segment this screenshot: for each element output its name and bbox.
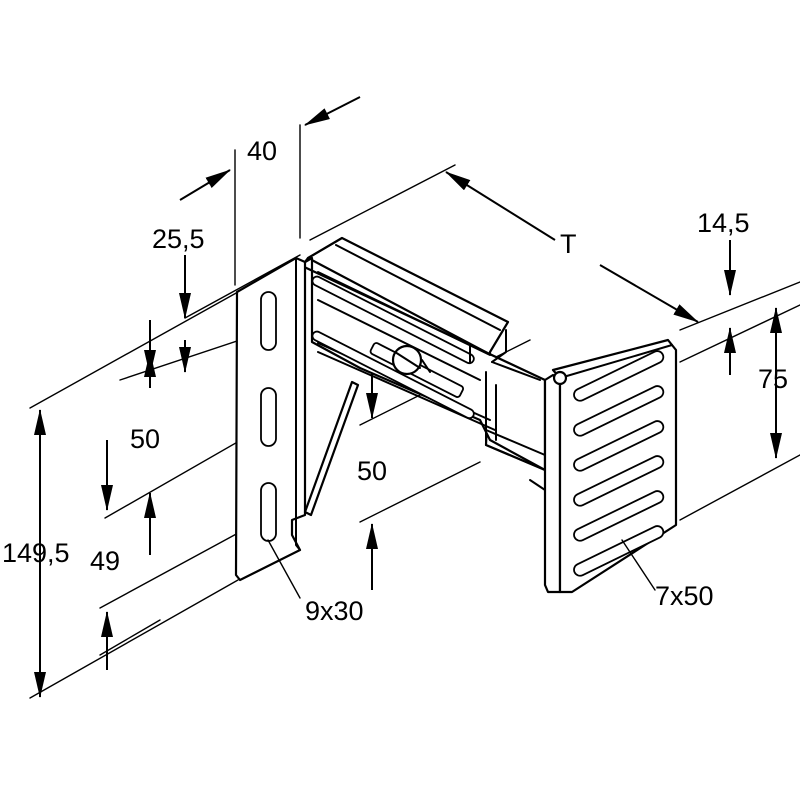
dim-right-offset: 14,5 bbox=[697, 208, 750, 238]
dimension-arrows bbox=[34, 96, 782, 698]
leader-lines bbox=[267, 539, 656, 599]
dim-right-height: 75 bbox=[758, 364, 788, 394]
left-slot-3 bbox=[260, 482, 277, 542]
extension-lines bbox=[29, 124, 800, 699]
dim-side-offset: 25,5 bbox=[152, 224, 205, 254]
dim-slot-pitch-left: 50 bbox=[130, 424, 160, 454]
dim-overall-height: 149,5 bbox=[2, 538, 70, 568]
slider-channel bbox=[298, 236, 547, 472]
left-slot-1 bbox=[260, 291, 277, 351]
left-slot-2 bbox=[260, 387, 277, 447]
left-flange-plate bbox=[234, 256, 360, 582]
right-flange-plate bbox=[529, 338, 678, 594]
dim-top-width: 40 bbox=[247, 136, 277, 166]
dim-span: T bbox=[560, 229, 577, 259]
dim-lower-height: 49 bbox=[90, 546, 120, 576]
callout-right-slot: 7x50 bbox=[655, 581, 714, 611]
dim-slot-pitch-middle: 50 bbox=[357, 456, 387, 486]
callout-left-slot: 9x30 bbox=[305, 596, 364, 626]
